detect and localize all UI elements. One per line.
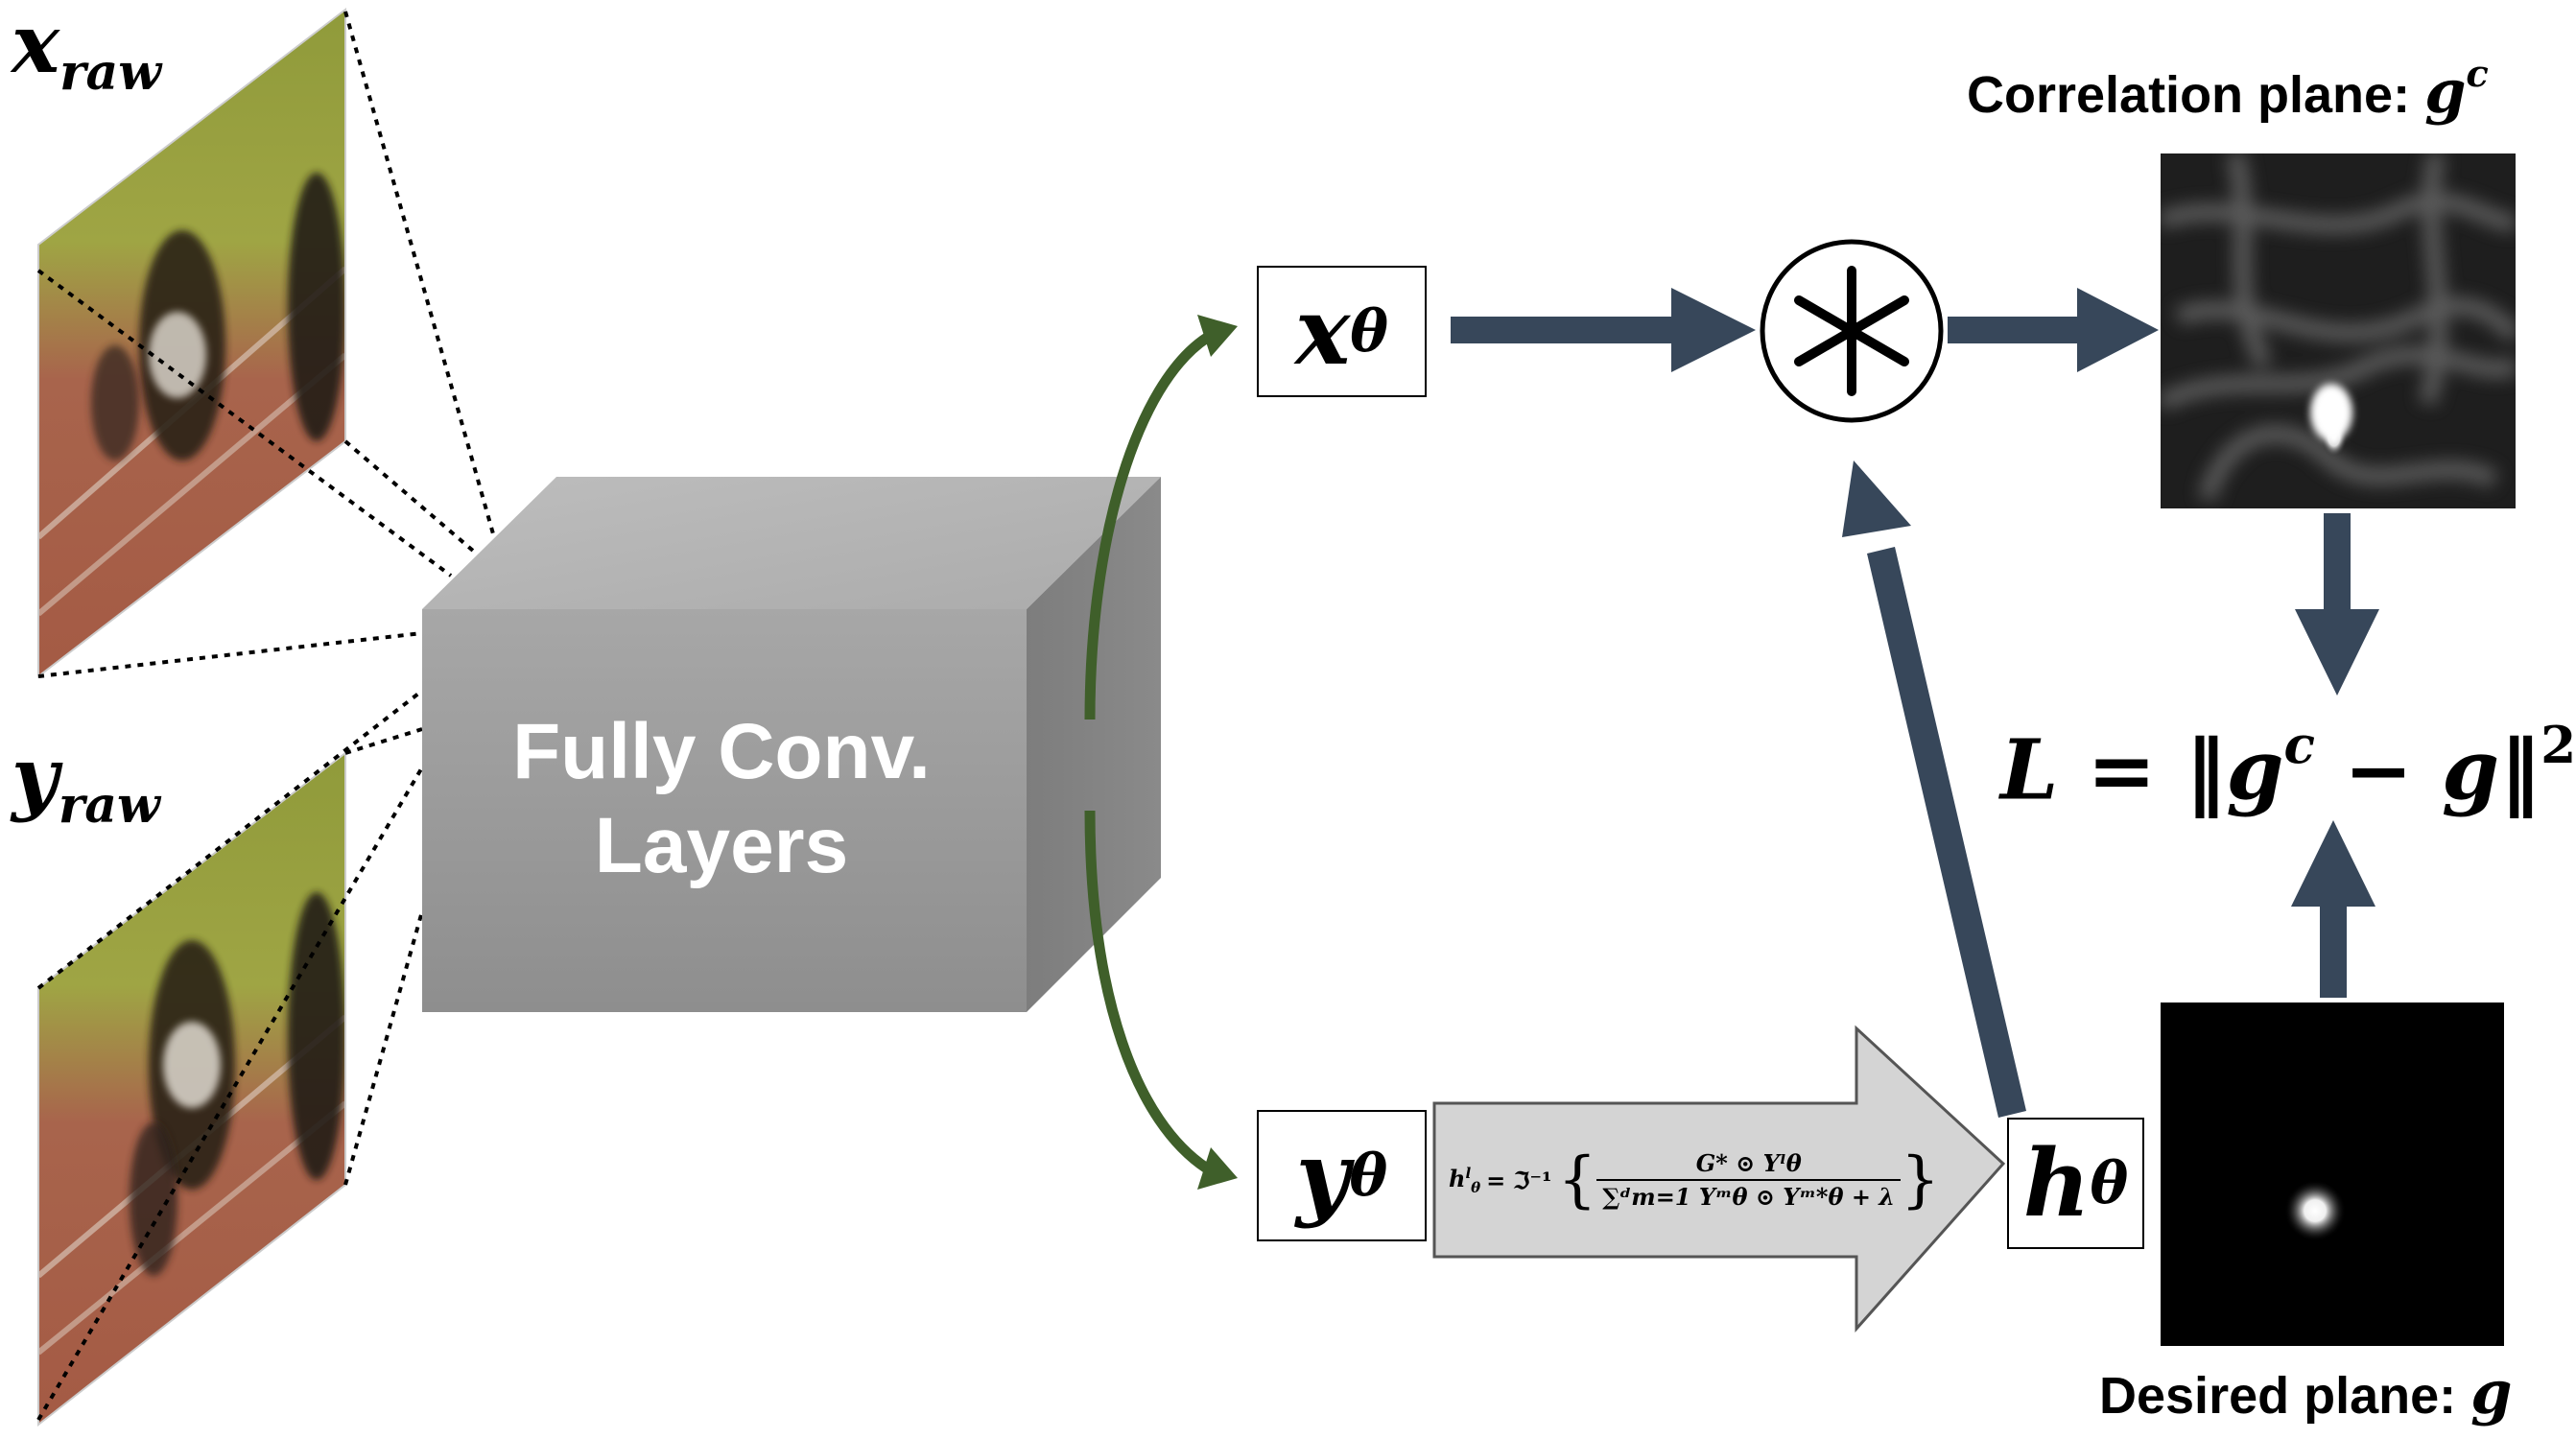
formula-numerator: G* ⊙ Yˡθ xyxy=(1695,1149,1802,1177)
y-raw-image xyxy=(37,750,346,1427)
formula-brace-left: { xyxy=(1557,1144,1597,1215)
desired-plane-image xyxy=(2161,1003,2504,1346)
correlation-operator xyxy=(1760,239,1944,423)
correlation-plane-label: Correlation plane: xyxy=(1967,65,2425,124)
loss-rest: − g‖ xyxy=(2315,721,2541,819)
conv-layers-line2: Layers xyxy=(594,802,849,890)
formula-lhs: hlθ xyxy=(1449,1164,1481,1196)
formula-brace-right: } xyxy=(1901,1144,1940,1215)
conv-layers-line1: Fully Conv. xyxy=(512,708,931,795)
dark-arrows xyxy=(1451,288,2379,1118)
cube-front-face xyxy=(422,609,1027,1012)
filter-formula-arrow xyxy=(1432,1025,2006,1333)
loss-sup: c xyxy=(2283,715,2316,775)
desired-plane-title: Desired plane: g xyxy=(2099,1357,2512,1427)
cube-top-face xyxy=(422,477,1161,609)
x-raw-base: x xyxy=(12,0,60,91)
filter-formula: hlθ = ℑ⁻¹ { G* ⊙ Yˡθ ∑ᵈm=1 Yᵐθ ⊙ Yᵐ*θ + … xyxy=(1449,1127,1940,1233)
desired-plane-label: Desired plane: xyxy=(2099,1367,2471,1425)
conv-layers-cube xyxy=(422,477,1161,1012)
cube-side-face xyxy=(1027,477,1161,1012)
green-branch-arrows xyxy=(1084,333,1211,1173)
x-theta-base: x xyxy=(1295,277,1351,386)
x-theta-sub: θ xyxy=(1350,297,1388,366)
loss-power: 2 xyxy=(2541,715,2576,775)
conv-layers-label: Fully Conv. Layers xyxy=(414,705,1028,894)
x-raw-image xyxy=(37,7,346,679)
x-raw-label: xraw xyxy=(12,0,161,102)
y-raw-base: y xyxy=(12,729,59,824)
formula-fraction: G* ⊙ Yˡθ ∑ᵈm=1 Yᵐθ ⊙ Yᵐ*θ + λ xyxy=(1596,1149,1902,1211)
formula-transform: = ℑ⁻¹ xyxy=(1486,1166,1552,1194)
correlation-plane-title: Correlation plane: gc xyxy=(1967,53,2489,127)
green-arrowhead-top xyxy=(1197,315,1238,357)
x-raw-sub: raw xyxy=(59,43,162,103)
y-raw-label: yraw xyxy=(12,729,160,835)
y-raw-sub: raw xyxy=(58,776,160,836)
projection-lines xyxy=(36,11,496,1422)
h-theta-base: h xyxy=(2022,1129,2091,1238)
correlation-plane-image xyxy=(2161,153,2516,508)
y-theta-sub: θ xyxy=(1349,1142,1388,1210)
green-arrowhead-bottom xyxy=(1197,1147,1238,1190)
loss-text: L = ‖g xyxy=(2000,721,2284,819)
y-theta-base: y xyxy=(1295,1121,1350,1230)
correlation-plane-sup: c xyxy=(2466,53,2489,96)
correlation-plane-var: g xyxy=(2424,56,2467,127)
h-theta-sub: θ xyxy=(2090,1149,2129,1217)
formula-denominator: ∑ᵈm=1 Yᵐθ ⊙ Yᵐ*θ + λ xyxy=(1602,1183,1896,1211)
loss-equation: L = ‖gc − g‖2 xyxy=(2000,715,2576,818)
desired-plane-var: g xyxy=(2470,1357,2513,1427)
